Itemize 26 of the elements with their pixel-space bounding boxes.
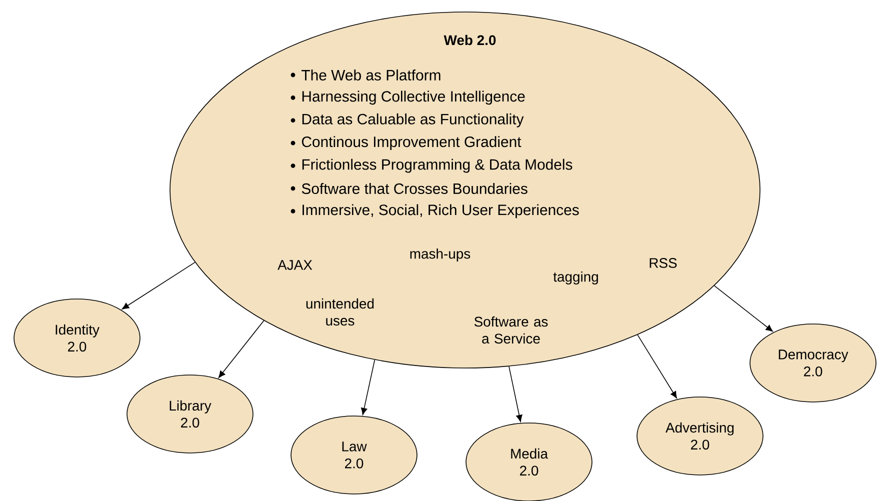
bullet-item: Continous Improvement Gradient <box>290 136 522 150</box>
ellipse-node: Democracy 2.0 <box>750 324 876 402</box>
bullet-item: The Web as Platform <box>290 70 440 80</box>
ellipse-node: Media 2.0 <box>466 422 592 501</box>
arrow <box>122 262 196 310</box>
keyword-label: Software as a Service <box>474 316 548 344</box>
ellipse-node: Library 2.0 <box>126 374 254 454</box>
arrow <box>714 285 773 332</box>
ellipse-node: Law 2.0 <box>290 416 418 494</box>
bullet-item: Immersive, Social, Rich User Experiences <box>290 204 579 218</box>
keyword-label: RSS <box>650 258 677 268</box>
ellipse-node: Advertising 2.0 <box>636 396 764 476</box>
arrow <box>361 359 376 415</box>
keyword-label: mash-ups <box>410 248 470 262</box>
keyword-label: AJAX <box>278 260 312 270</box>
ellipse-node: Identity 2.0 <box>14 298 140 378</box>
arrow <box>637 334 677 398</box>
keyword-label: unintended uses <box>306 298 374 326</box>
bullet-item: Harnessing Collective Intelligence <box>290 90 525 105</box>
bullet-item: Frictionless Programming & Data Models <box>290 158 572 173</box>
heading: Web 2.0 <box>444 34 496 46</box>
bullet-item: Data as Caluable as Functionality <box>290 113 524 128</box>
bullet-item: Software that Crosses Boundaries <box>290 183 528 194</box>
arrow <box>508 366 522 422</box>
arrow <box>218 320 264 378</box>
keyword-label: tagging <box>553 272 598 284</box>
